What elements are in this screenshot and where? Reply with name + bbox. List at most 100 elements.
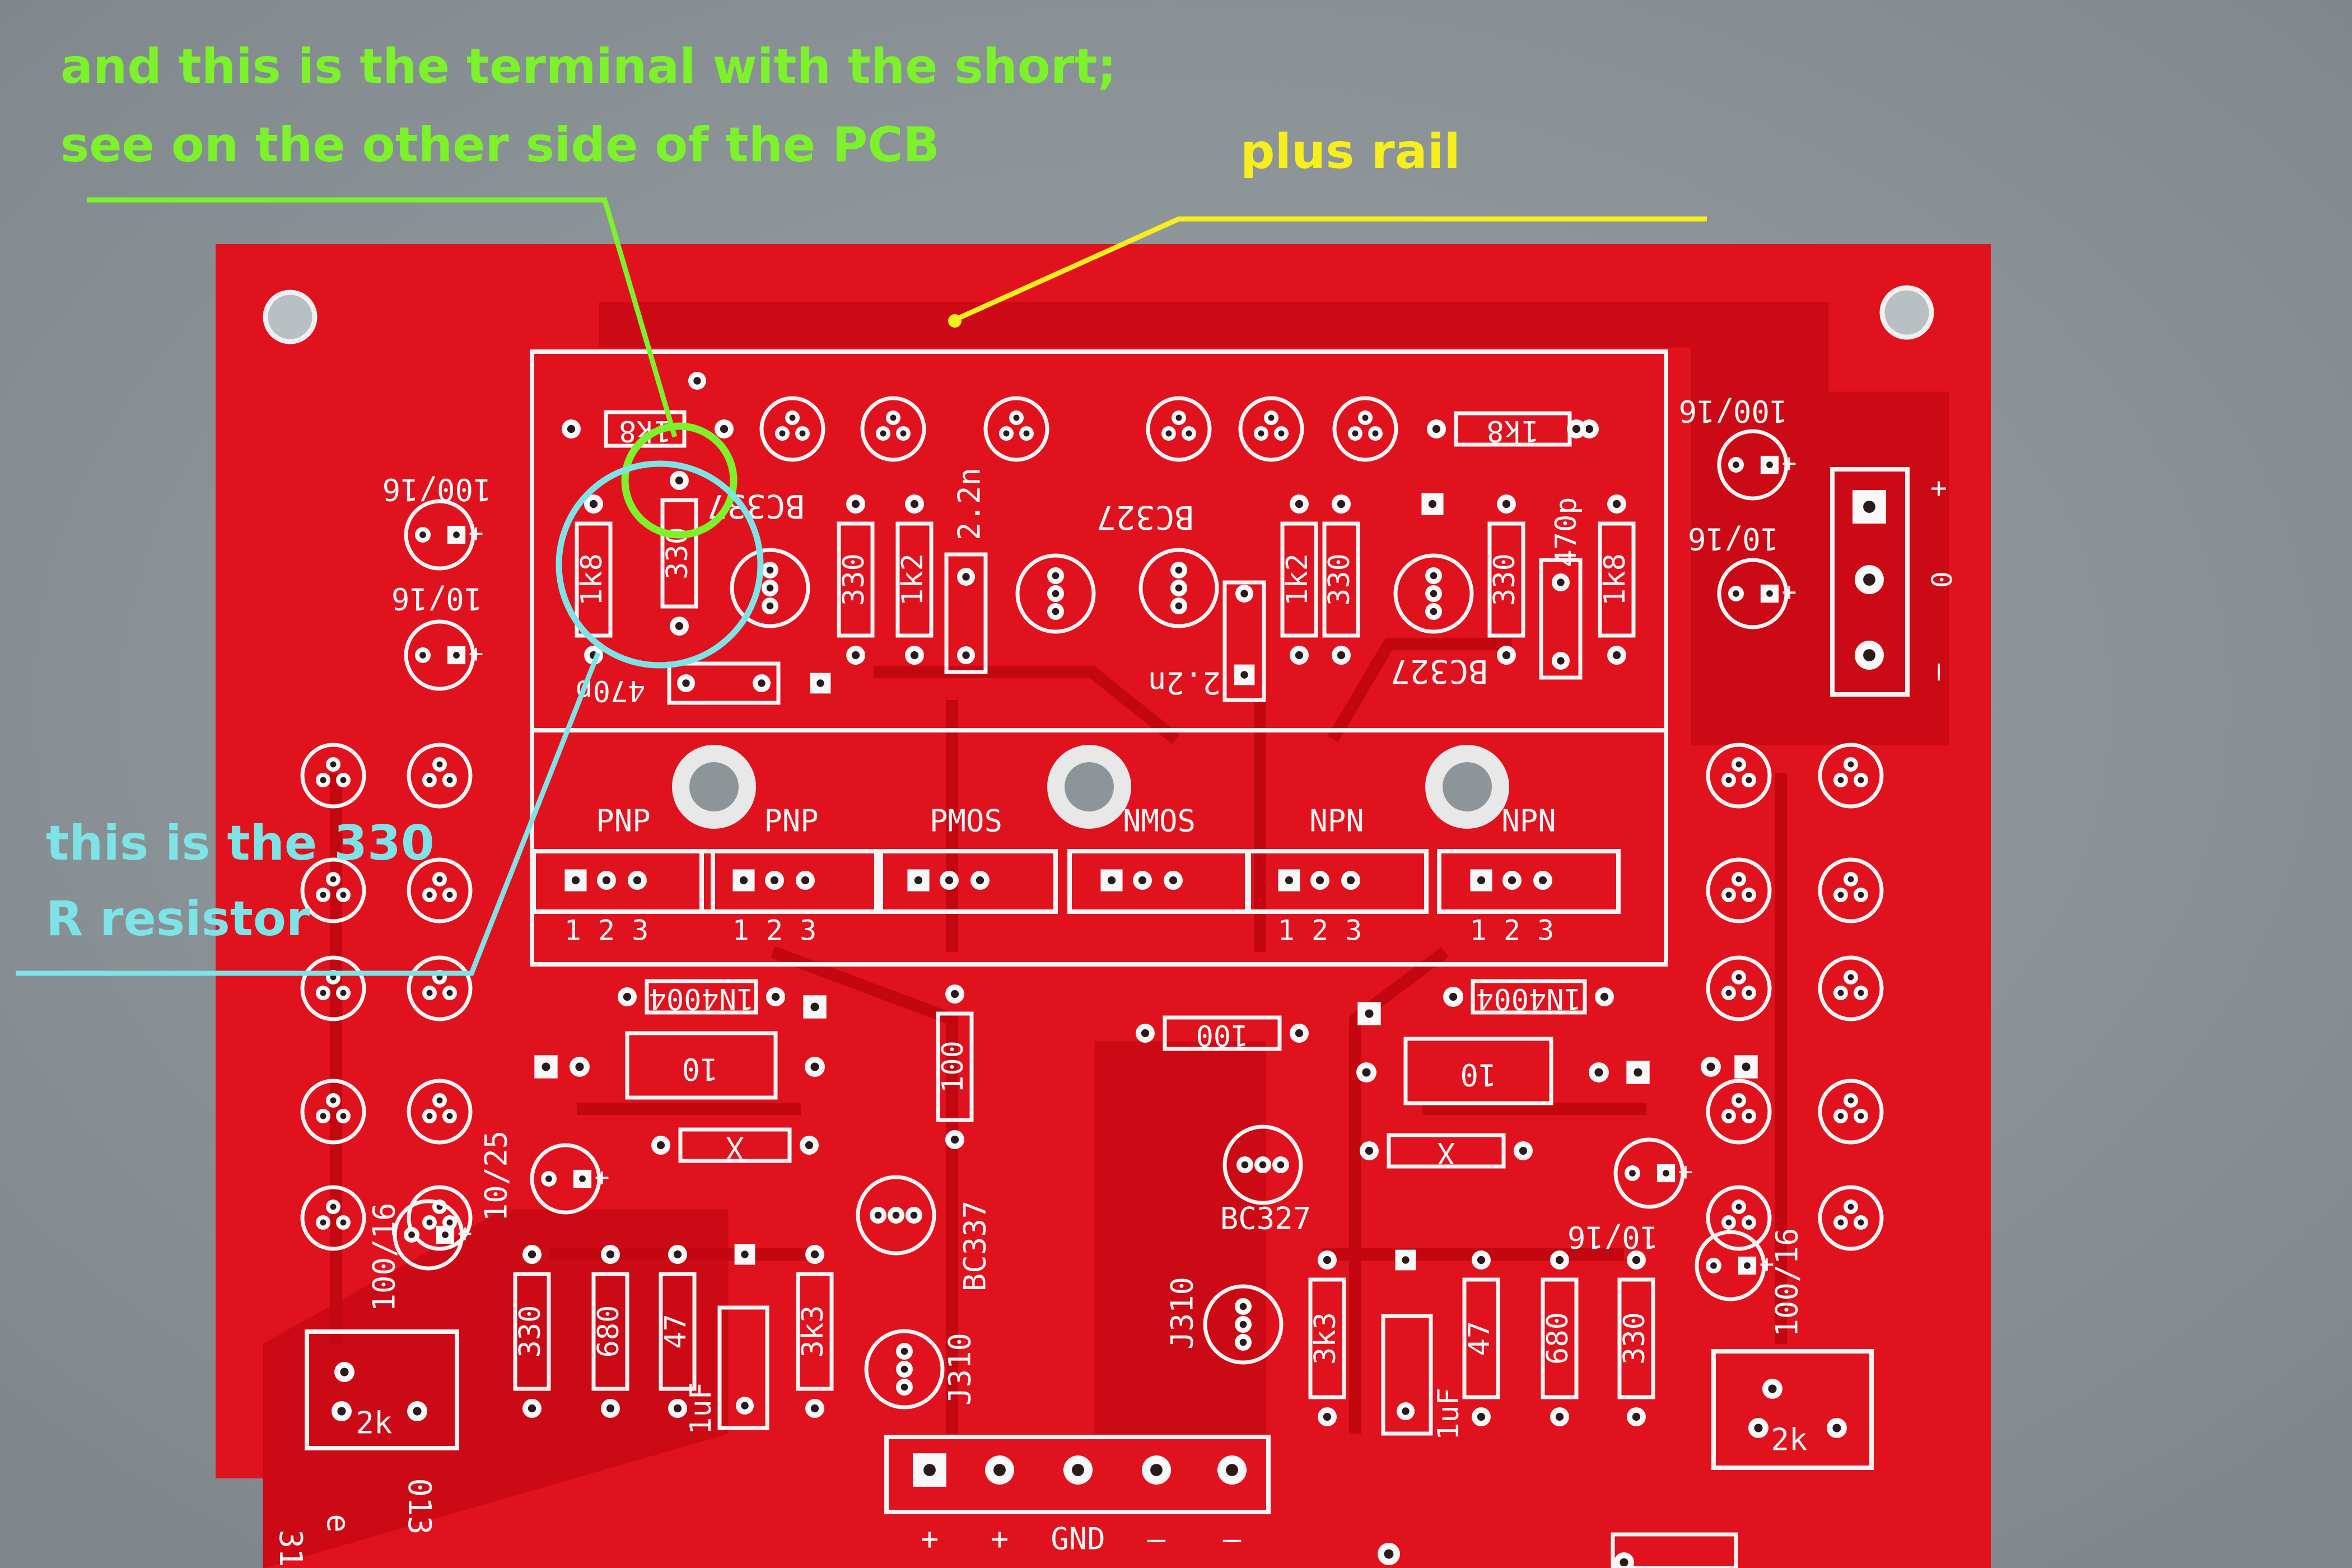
header-outline [699,849,883,914]
silk-label-r-47-a: 47 [659,1314,693,1349]
drill-hole [446,892,453,898]
drill-hole [1632,1412,1641,1421]
drill-hole [1585,424,1594,433]
drill-hole [426,892,433,898]
drill-hole [330,761,337,768]
led-outline [407,743,473,809]
drill-hole [589,500,598,508]
drill-hole [340,1219,347,1226]
drill-hole [1858,1113,1864,1119]
resistor-body [1163,1015,1282,1051]
silk-label-cap-100-16-a: 100/16 [382,472,491,507]
drill-hole [656,1141,665,1150]
drill-hole [1508,876,1516,885]
drill-hole [1557,657,1565,665]
drill-hole [1725,892,1732,898]
header-label: PMOS [930,804,1002,839]
drill-hole [1858,1219,1864,1226]
drill-hole [1863,501,1875,513]
drill-hole [340,1113,347,1119]
polarity-mark: + [1782,578,1797,606]
drill-hole [789,414,796,421]
resistor-body [513,1272,551,1391]
drill-hole [542,1062,550,1071]
drill-hole [1239,1338,1247,1346]
copper-trace [1327,638,1512,743]
lower-left-pour [263,1209,729,1568]
drill-hole [1746,1219,1752,1226]
cyan-annotation-line-2: R resistor [46,891,310,947]
drill-hole [1557,578,1565,586]
drill-hole [771,992,780,1001]
silk-label-cap-10-16-a: 10/16 [391,581,483,616]
silkscreen [305,349,1910,1514]
resistor-body [1322,521,1360,638]
drill-hole [1858,892,1864,898]
drill-hole [976,876,984,885]
polarity-mark: + [1760,1250,1775,1278]
pot-outline-right [1711,1349,1874,1470]
resistor-body [678,1127,792,1163]
drill-hole [1629,1170,1636,1177]
drill-hole [340,777,347,783]
silk-label-c-470p-b: 470p [1550,497,1583,567]
resistor-body [1487,521,1525,638]
led-outline [407,955,473,1021]
silk-label-r-330-e: 330 [514,1305,547,1358]
silk-label-r-3k3-b: 3k3 [1309,1312,1342,1365]
drill-hole [1259,1161,1267,1169]
capacitor-outline [393,1199,464,1271]
drill-hole [1572,424,1581,433]
drill-hole [693,377,701,385]
drill-hole [623,992,632,1001]
drill-hole [1240,590,1248,598]
bottom-pin-label: – [1147,1522,1166,1557]
drill-hole [962,651,970,659]
drill-hole [340,892,347,898]
drill-hole [923,1464,936,1476]
drill-hole [673,1404,682,1413]
bottom-pin-label: + [921,1522,939,1557]
led-outline [1706,1079,1772,1145]
drill-hole [436,761,443,768]
drill-hole [900,1365,908,1373]
silk-label-pot-2k-a: 2k [356,1406,392,1441]
drill-hole [1107,876,1116,885]
drill-hole [1766,461,1773,468]
led-outline [407,857,473,923]
capacitor-outline [530,1143,601,1215]
drill-hole [446,1219,453,1226]
drill-hole [446,990,453,996]
polarity-mark: + [1678,1158,1693,1186]
drill-hole [914,876,923,885]
drill-hole [1742,1062,1751,1071]
capacitor-outline [1717,558,1789,629]
mounting-hole [263,290,318,344]
resistor-body [1462,1277,1500,1399]
silk-label-r-680-a: 680 [592,1305,626,1358]
green-highlight-circle [621,422,738,539]
led-outline [759,396,825,462]
drill-hole [446,1113,453,1119]
drill-hole [1837,1113,1844,1119]
polarity-mark: + [469,519,484,548]
drill-hole [1372,430,1379,437]
drill-hole [1169,876,1178,885]
led-outline [1706,955,1772,1021]
drill-hole [320,777,326,783]
silk-label-r-47-b: 47 [1463,1321,1496,1356]
drill-hole [1402,1256,1410,1264]
led-outline [1146,396,1212,462]
drill-hole [1430,572,1438,580]
led-outline [1706,743,1772,809]
silk-label-c-1uf-b: 1uF [1432,1388,1466,1440]
resistor-body [895,521,934,638]
partial-outline [1611,1532,1738,1568]
led-outline [1332,396,1398,462]
power-pin-zero: 0 [1925,571,1957,588]
silk-label-q-bc327-a: BC327 [1096,498,1194,536]
transistor-outline [1222,1124,1303,1205]
pot-outline-left [305,1329,459,1450]
drill-hole [874,1211,882,1219]
drill-hole [1555,1256,1564,1264]
